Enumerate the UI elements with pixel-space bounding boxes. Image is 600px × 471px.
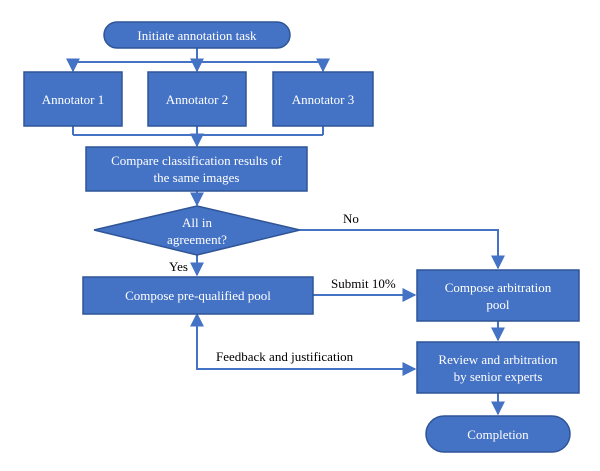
review-node (416, 341, 580, 394)
decision-label: All in agreement? (167, 214, 227, 247)
completion-node (425, 415, 571, 453)
prequalified-node (82, 276, 314, 315)
connectors (66, 48, 505, 416)
compare-label: Compare classification results of the sa… (111, 153, 282, 185)
edge-label-feedback: Feedback and justification (216, 349, 354, 364)
connector-decision-no (300, 229, 505, 270)
annotator-2-node (147, 71, 247, 127)
edge-label-submit: Submit 10% (331, 276, 396, 291)
arbitration-pool-label: Compose arbitration pool (444, 279, 552, 312)
connector-feedback-loop (190, 312, 417, 376)
annotator-1-node (23, 71, 123, 127)
completion-label: Completion (467, 426, 529, 442)
compare-node (85, 146, 308, 192)
arbitration-pool-node (416, 269, 580, 322)
edge-label-no: No (343, 211, 359, 226)
nodes (23, 21, 580, 453)
start-node (103, 21, 291, 49)
review-label: Review and arbitration by senior experts (438, 351, 558, 384)
annotator-3-node (272, 71, 374, 127)
decision-node (93, 205, 301, 256)
start-label: Initiate annotation task (137, 27, 257, 43)
annotator-2-label: Annotator 2 (165, 91, 229, 107)
annotator-1-label: Annotator 1 (41, 91, 105, 107)
prequalified-label: Compose pre-qualified pool (125, 288, 271, 303)
edge-label-yes: Yes (169, 259, 188, 274)
annotator-3-label: Annotator 3 (291, 91, 355, 107)
